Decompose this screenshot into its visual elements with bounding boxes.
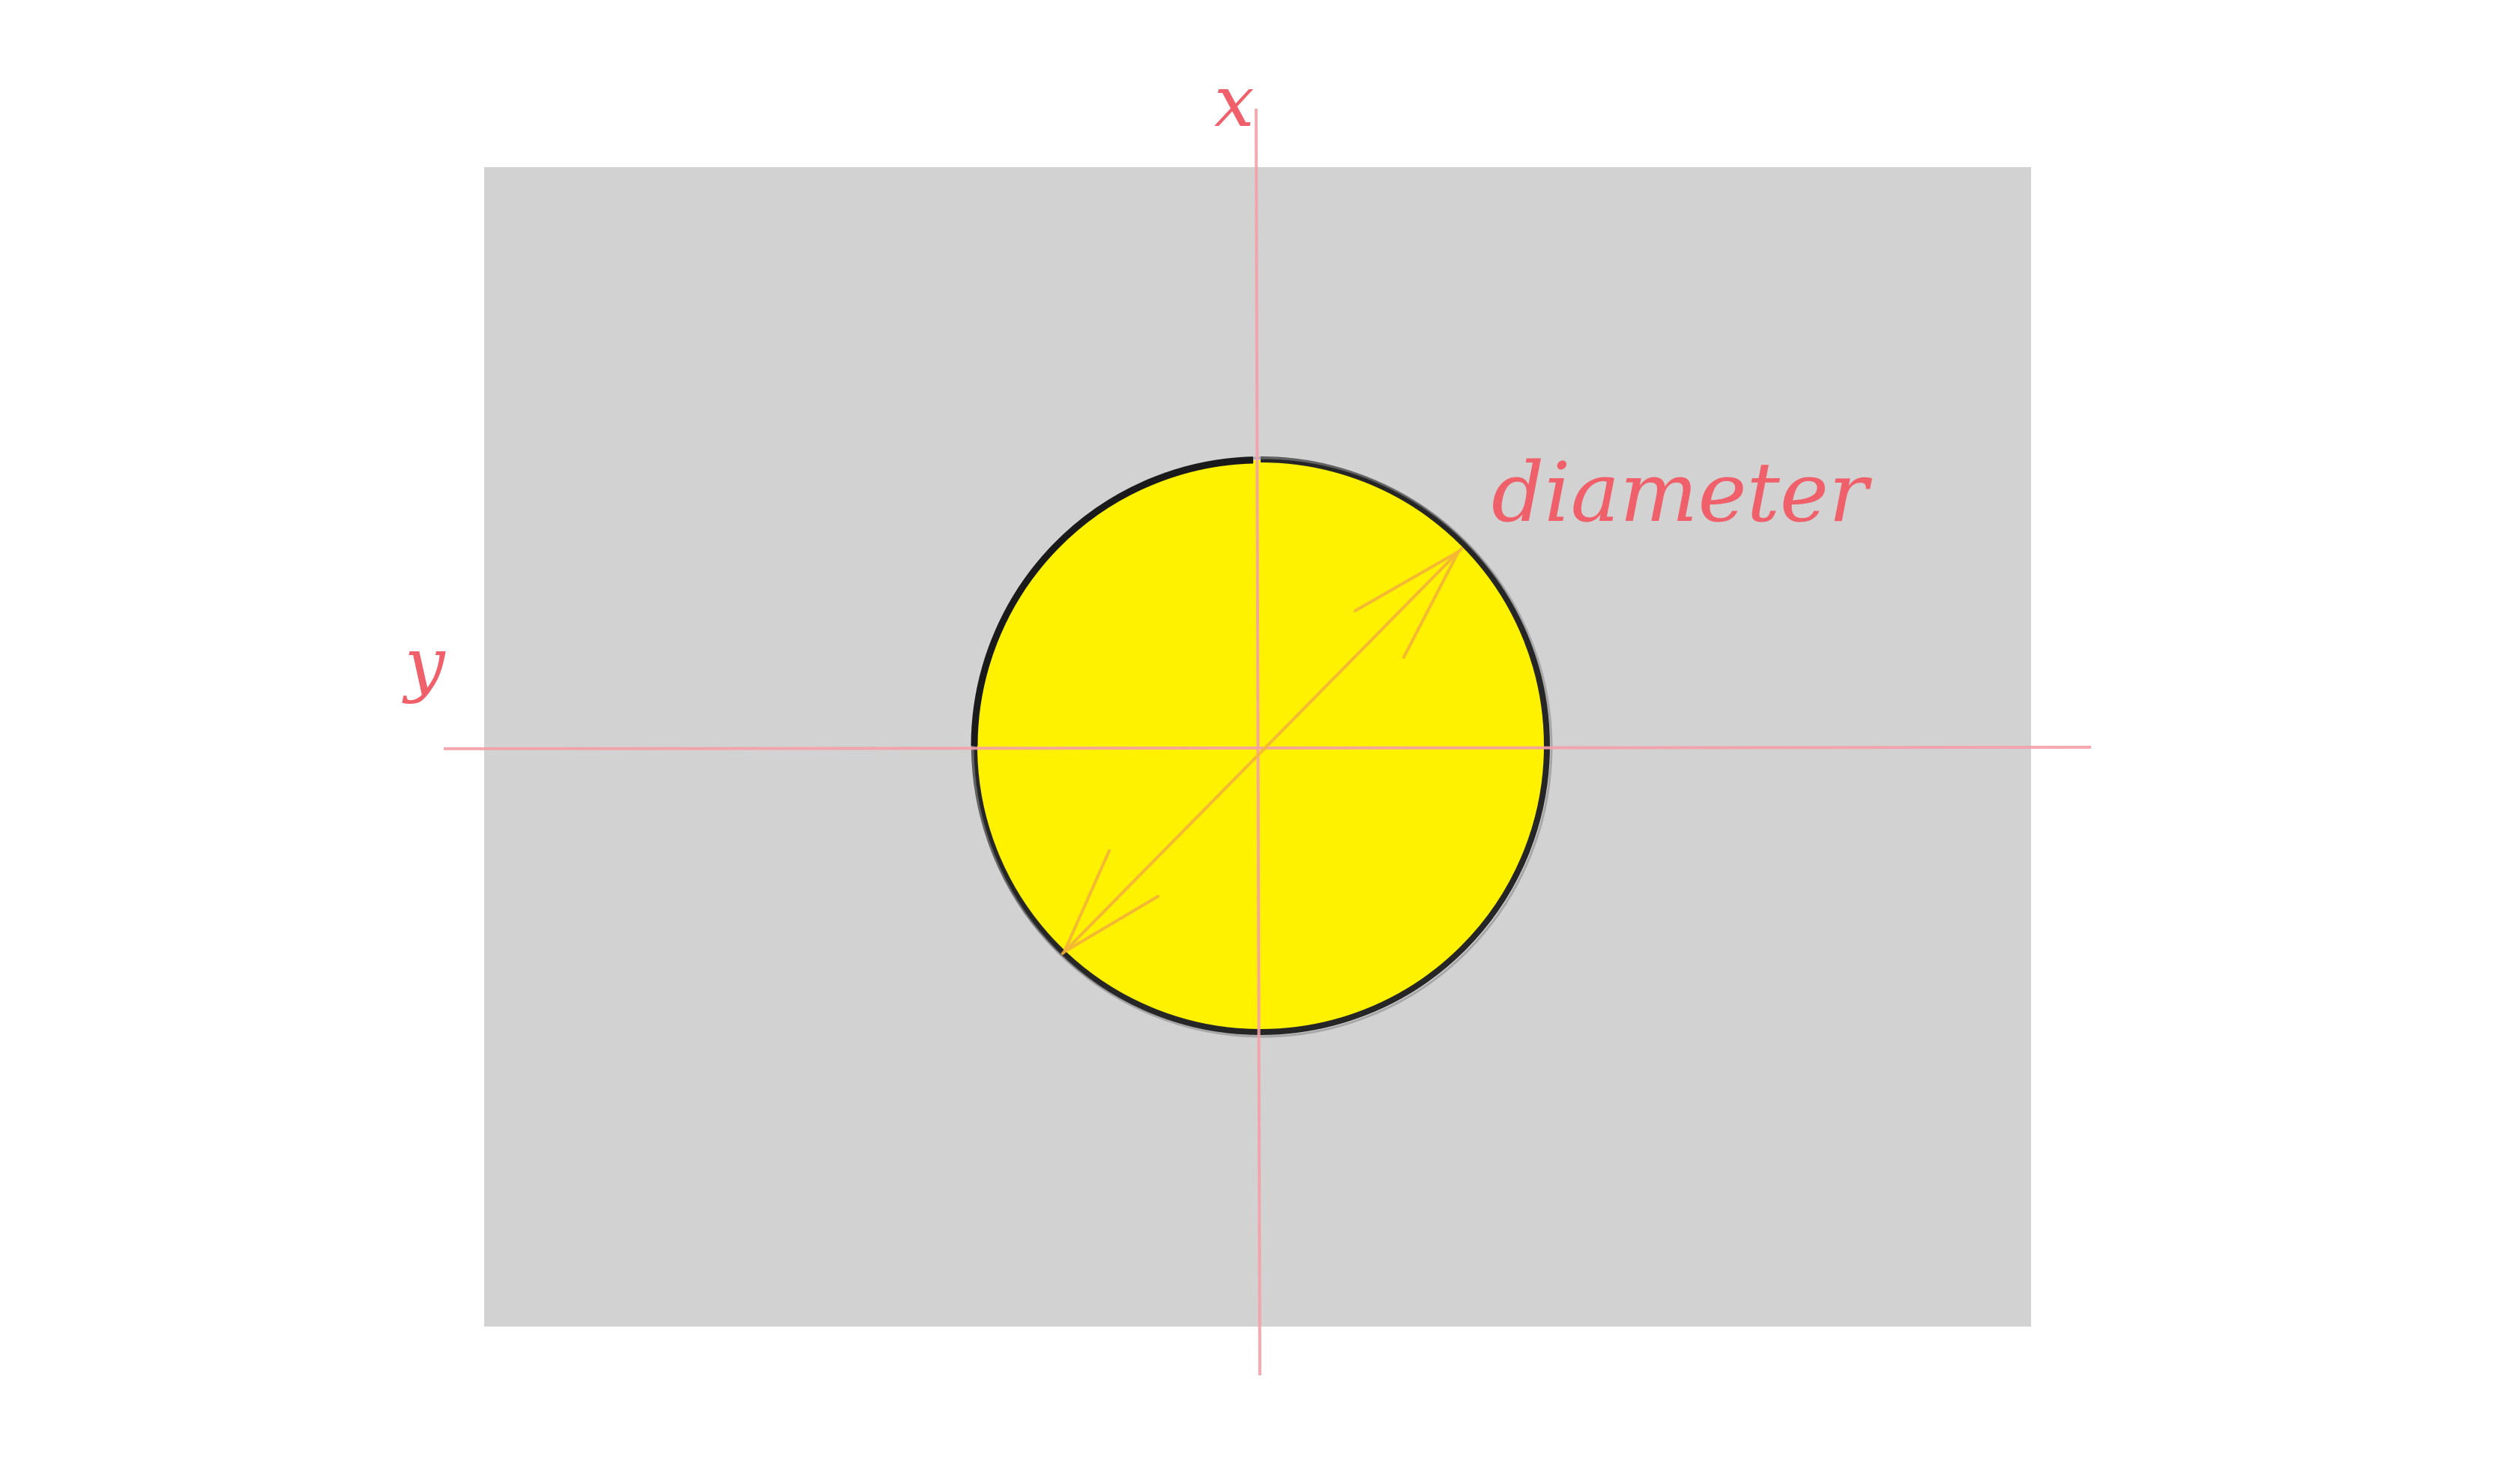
- diameter-arrowhead-top: [1354, 547, 1462, 659]
- diameter-arrowhead-bottom: [1061, 849, 1159, 956]
- circle-fill: [975, 460, 1546, 1031]
- x-axis-label: x: [1214, 61, 1255, 143]
- y-axis-line: [443, 746, 2092, 750]
- y-axis-label: y: [402, 623, 446, 705]
- diameter-arrow: [1061, 547, 1463, 956]
- diameter-arrow-shaft: [1061, 547, 1463, 955]
- circle-outline-top-left-stroke: [971, 456, 1254, 746]
- diameter-label: diameter: [1491, 444, 1873, 540]
- x-axis-line: [1255, 108, 1261, 1376]
